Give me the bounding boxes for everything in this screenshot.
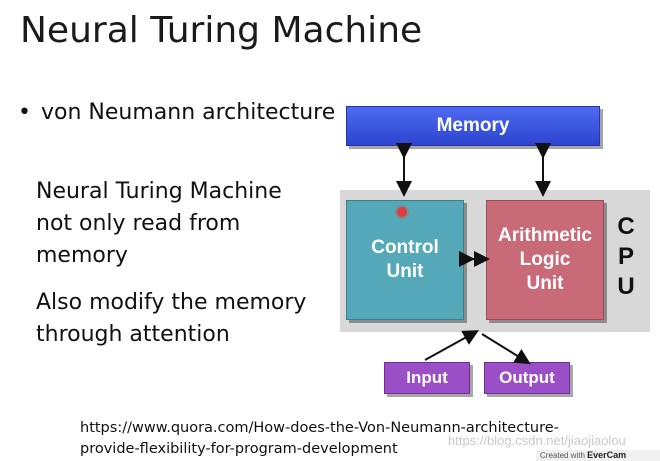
cpu-output-arrow (481, 333, 531, 365)
paragraph-line: Also modify the memory (36, 290, 307, 315)
bullet-item: • von Neumann architecture (18, 100, 335, 125)
bullet-dot-icon: • (18, 100, 31, 125)
link-line[interactable]: provide-flexibility-for-program-developm… (80, 441, 398, 457)
input-cpu-arrow (424, 330, 480, 361)
recorder-prefix: Created with (540, 451, 585, 460)
control-unit-label: Control (371, 237, 439, 258)
control-unit-label: Unit (386, 261, 424, 282)
bullet-text: von Neumann architecture (40, 100, 336, 125)
output-label: Output (499, 368, 555, 387)
output-box: Output (484, 362, 570, 394)
recorder-badge: Created with EverCam (536, 450, 660, 461)
paragraph-line: through attention (36, 322, 230, 347)
cpu-letter: P (617, 243, 634, 270)
paragraph-read-memory: Neural Turing Machine not only read from… (36, 176, 326, 272)
paragraph-line: memory (36, 243, 128, 268)
paragraph-line: not only read from (36, 211, 241, 236)
watermark: https://blog.csdn.net/jiaojiaolou (448, 433, 626, 448)
slide-title: Neural Turing Machine (20, 10, 423, 51)
input-box: Input (384, 362, 470, 394)
recorder-brand: EverCam (587, 450, 627, 460)
alu-label: Unit (526, 273, 564, 294)
link-line[interactable]: https://www.quora.com/How-does-the-Von-N… (80, 420, 559, 436)
cpu-letter: C (617, 213, 635, 240)
paragraph-line: Neural Turing Machine (36, 179, 282, 204)
cpu-label: C P U (612, 212, 640, 302)
paragraph-modify-memory: Also modify the memory through attention (36, 287, 336, 351)
memory-box: Memory (346, 106, 600, 146)
alu-label: Logic (519, 249, 571, 270)
source-link[interactable]: https://www.quora.com/How-does-the-Von-N… (80, 418, 600, 460)
pointer-dot-icon (397, 207, 407, 217)
control-unit-box: Control Unit (346, 200, 464, 320)
input-label: Input (406, 368, 448, 387)
alu-label: Arithmetic (498, 225, 592, 246)
memory-label: Memory (436, 115, 510, 136)
cpu-letter: U (617, 273, 635, 300)
